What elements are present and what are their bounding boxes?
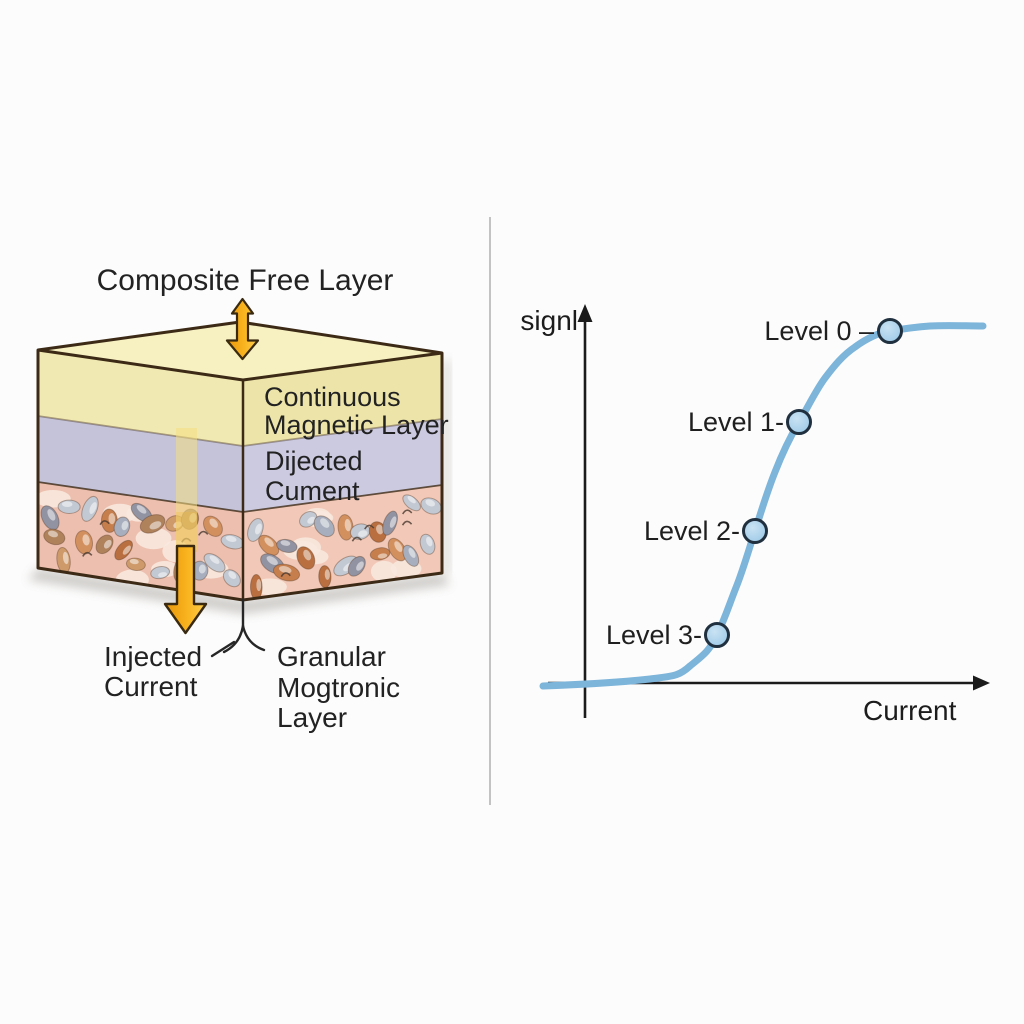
box-right-face-top-layer	[243, 353, 442, 446]
down-arrow-icon	[163, 544, 208, 635]
level-1-marker	[786, 409, 812, 435]
x-axis-label: Current	[863, 695, 957, 726]
panel-divider-line	[488, 216, 492, 806]
continuous-layer-label-line2: Magnetic Layer	[264, 410, 449, 440]
injected-current-label-line1: Injected	[104, 641, 202, 672]
granular-grains-right	[247, 494, 442, 600]
level-0-marker	[877, 318, 903, 344]
layered-box-diagram: Composite Free Layer Continuous Magnetic…	[28, 264, 450, 733]
box-right-face-middle-layer	[243, 419, 442, 512]
middle-layer-label-line2: Cument	[265, 476, 360, 506]
level-3-label: Level 3-	[606, 620, 702, 650]
granular-grains-left	[38, 489, 243, 591]
level-2-label: Level 2-	[644, 516, 740, 546]
y-axis-label: signl	[520, 305, 578, 336]
middle-layer-label-line1: Dijected	[265, 446, 363, 476]
box-shadow	[28, 568, 450, 614]
injected-current-label-line2: Current	[104, 671, 198, 702]
level-3-marker	[704, 622, 730, 648]
callout-brace	[210, 598, 266, 658]
level-0-label: Level 0 –	[764, 316, 874, 346]
y-axis-arrow-icon	[577, 304, 593, 322]
level-2-marker	[742, 518, 768, 544]
granular-layer-label-line1: Granular	[277, 641, 386, 672]
granular-layer-label-line3: Layer	[277, 702, 347, 733]
signal-current-chart: signl Current Level 0 – Level 1- Level 2…	[520, 304, 990, 726]
x-axis-arrow-icon	[973, 675, 990, 691]
current-beam-lower	[176, 512, 197, 552]
box-side-shadow	[443, 360, 450, 574]
continuous-layer-label-line1: Continuous	[264, 382, 401, 412]
injected-pointer-line	[210, 640, 236, 658]
diagram-title: Composite Free Layer	[97, 264, 394, 297]
current-beam	[176, 428, 197, 550]
level-1-label: Level 1-	[688, 407, 784, 437]
double-arrow-icon	[225, 297, 260, 361]
granular-layer-label-line2: Mogtronic	[277, 672, 400, 703]
